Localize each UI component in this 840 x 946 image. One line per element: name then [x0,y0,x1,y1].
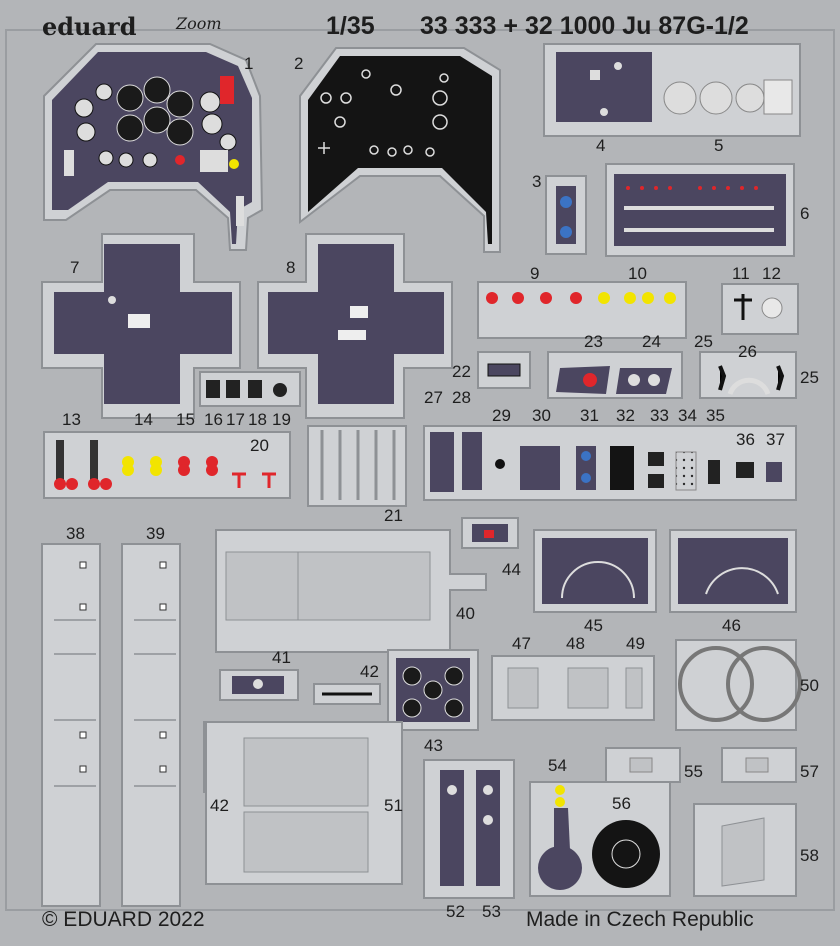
part-number: 37 [766,430,785,449]
part-number: 1 [244,54,254,73]
part-11-12 [721,283,799,335]
origin-text: Made in Czech Republic [526,908,754,931]
copyright-text: © EDUARD 2022 [42,908,205,931]
part-number: 34 [678,406,697,425]
part-8-cross-panel [257,233,453,419]
part-9-10-knob-strip [477,281,687,339]
part-number: 44 [502,560,521,579]
part-number: 4 [596,136,606,155]
part-number: 22 [452,362,471,381]
scale-label: 1/35 [326,12,375,40]
part-number: 57 [800,762,819,781]
part-51-frame [205,721,403,885]
part-number: 43 [424,736,443,755]
part-number: 13 [62,410,81,429]
part-13-20-strip [43,431,291,499]
part-number: 36 [736,430,755,449]
part-number: 25 [800,368,819,387]
part-number: 17 [226,410,245,429]
part-21 [307,425,407,507]
part-25-26 [699,351,797,399]
part-52-53 [423,759,515,899]
part-number: 48 [566,634,585,653]
part-number: 18 [248,410,267,429]
part-4-5-panels [543,43,801,137]
part-number: 26 [738,342,757,361]
part-number: 20 [250,436,269,455]
part-40-frame [215,529,487,653]
part-number: 5 [714,136,724,155]
part-47-49 [491,655,655,721]
part-number: 46 [722,616,741,635]
part-number: 12 [762,264,781,283]
part-number: 9 [530,264,540,283]
part-number: 28 [452,388,471,407]
part-number: 41 [272,648,291,667]
series-logo: Zoom [176,14,222,33]
part-38-39-tall-strips [41,543,181,907]
part-number: 38 [66,524,85,543]
part-number: 39 [146,524,165,543]
part-27-37-strip [423,425,797,501]
part-number: 7 [70,258,80,277]
part-number: 49 [626,634,645,653]
part-number: 16 [204,410,223,429]
part-number: 45 [584,616,603,635]
part-number: 54 [548,756,567,775]
part-7-cross-panel [41,233,241,419]
part-number: 58 [800,846,819,865]
part-number: 2 [294,54,304,73]
part-number: 56 [612,794,631,813]
part-number: 25 [694,332,713,351]
part-45-46-panels [533,529,797,613]
part-number: 30 [532,406,551,425]
part-number: 6 [800,204,810,223]
product-title: 33 333 + 32 1000 Ju 87G-1/2 [420,12,749,40]
brand-logo: eduard [42,12,137,41]
part-43-gauge-cluster [387,649,479,731]
part-number: 51 [384,796,403,815]
part-16-19 [199,371,301,407]
part-number: 15 [176,410,195,429]
part-1-instrument-panel [43,43,264,251]
part-number: 29 [492,406,511,425]
part-44 [461,517,519,549]
part-number: 47 [512,634,531,653]
part-number: 31 [580,406,599,425]
part-number: 42 [210,796,229,815]
part-number: 52 [446,902,465,921]
part-22-24 [477,351,683,399]
part-number: 11 [732,264,750,283]
part-6-switch-panel [605,163,795,257]
part-54-56 [529,781,671,897]
part-number: 33 [650,406,669,425]
part-number: 27 [424,388,443,407]
part-number: 3 [532,172,542,191]
part-58 [693,803,797,897]
part-number: 24 [642,332,661,351]
part-number: 55 [684,762,703,781]
part-number: 21 [384,506,403,525]
part-3 [545,175,587,255]
part-number: 42 [360,662,379,681]
part-number: 19 [272,410,291,429]
part-number: 10 [628,264,647,283]
part-2-black-panel [299,47,501,253]
part-number: 23 [584,332,603,351]
part-number: 53 [482,902,501,921]
part-number: 32 [616,406,635,425]
part-number: 50 [800,676,819,695]
part-number: 14 [134,410,153,429]
part-number: 35 [706,406,725,425]
part-55-57 [605,747,797,783]
part-number: 40 [456,604,475,623]
part-number: 8 [286,258,296,277]
part-50-rings [675,639,802,731]
